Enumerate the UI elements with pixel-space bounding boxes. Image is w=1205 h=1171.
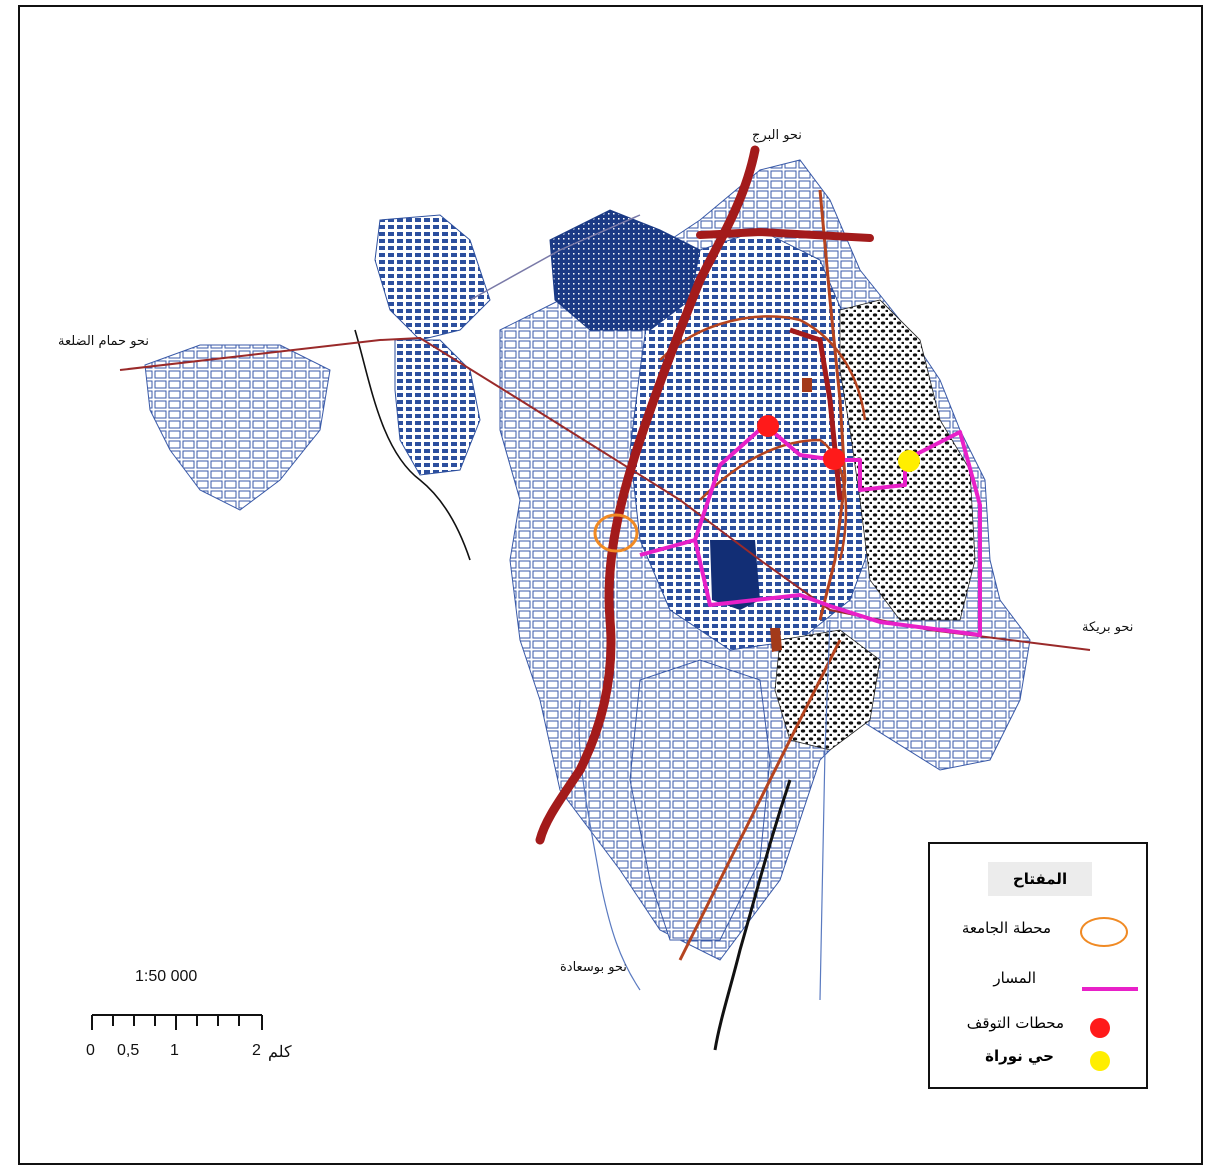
wadi [354, 329, 471, 561]
district-point [898, 450, 920, 472]
legend-label: حي نوراة [985, 1047, 1054, 1065]
legend-label: المسار [993, 969, 1036, 987]
legend-item-district: حي نوراة [985, 1047, 1054, 1065]
bus-route [639, 423, 982, 637]
legend-item-route: المسار [993, 969, 1036, 987]
label-west: نحو حمام الضلعة [58, 334, 149, 349]
highway [535, 145, 760, 845]
scale-tick-1: 1 [170, 1042, 179, 1059]
red-dot-icon [1090, 1018, 1110, 1038]
highway-branch-north [696, 227, 874, 242]
stop-point-2 [823, 448, 845, 470]
road-northwest [469, 214, 641, 301]
map-legend: المفتاح محطة الجامعة المسار محطات التوقف… [928, 842, 1148, 1089]
road-inner [699, 438, 848, 561]
yellow-dot-icon [1090, 1051, 1110, 1071]
stop-point-1 [757, 415, 779, 437]
scale-tick-2: 2 [252, 1042, 261, 1059]
label-south: نحو بوسعادة [560, 960, 627, 975]
district-south-grid [629, 659, 771, 941]
legend-label: محطات التوقف [966, 1014, 1064, 1032]
legend-item-station: محطة الجامعة [962, 919, 1051, 937]
wadi-south [713, 779, 792, 1051]
scale-unit: كلم [268, 1044, 292, 1061]
wadi-southwest [578, 699, 641, 991]
scale-tick-0: 0 [86, 1042, 95, 1059]
road-south-secondary [678, 639, 842, 961]
magenta-line-icon [1082, 987, 1138, 991]
landmark [770, 628, 782, 652]
road-ring [659, 315, 867, 421]
scale-ratio: 1:50 000 [135, 968, 198, 985]
scale-bar [91, 1014, 263, 1030]
road-north-south [818, 189, 847, 621]
label-north: نحو البرج [752, 128, 802, 143]
district-west-south [394, 339, 481, 476]
university-station [593, 513, 639, 553]
landmark-2 [802, 378, 812, 392]
orange-ring-icon [1080, 917, 1128, 947]
dense-block [710, 540, 760, 610]
road-thin-south [819, 619, 831, 1001]
scale-tick-05: 0,5 [117, 1042, 140, 1059]
district-far-west [144, 344, 331, 511]
district-west [374, 214, 491, 341]
legend-label: محطة الجامعة [961, 919, 1051, 937]
legend-title: المفتاح [988, 862, 1092, 896]
legend-item-stops: محطات التوقف [967, 1014, 1064, 1032]
label-east: نحو بريكة [1082, 620, 1134, 635]
